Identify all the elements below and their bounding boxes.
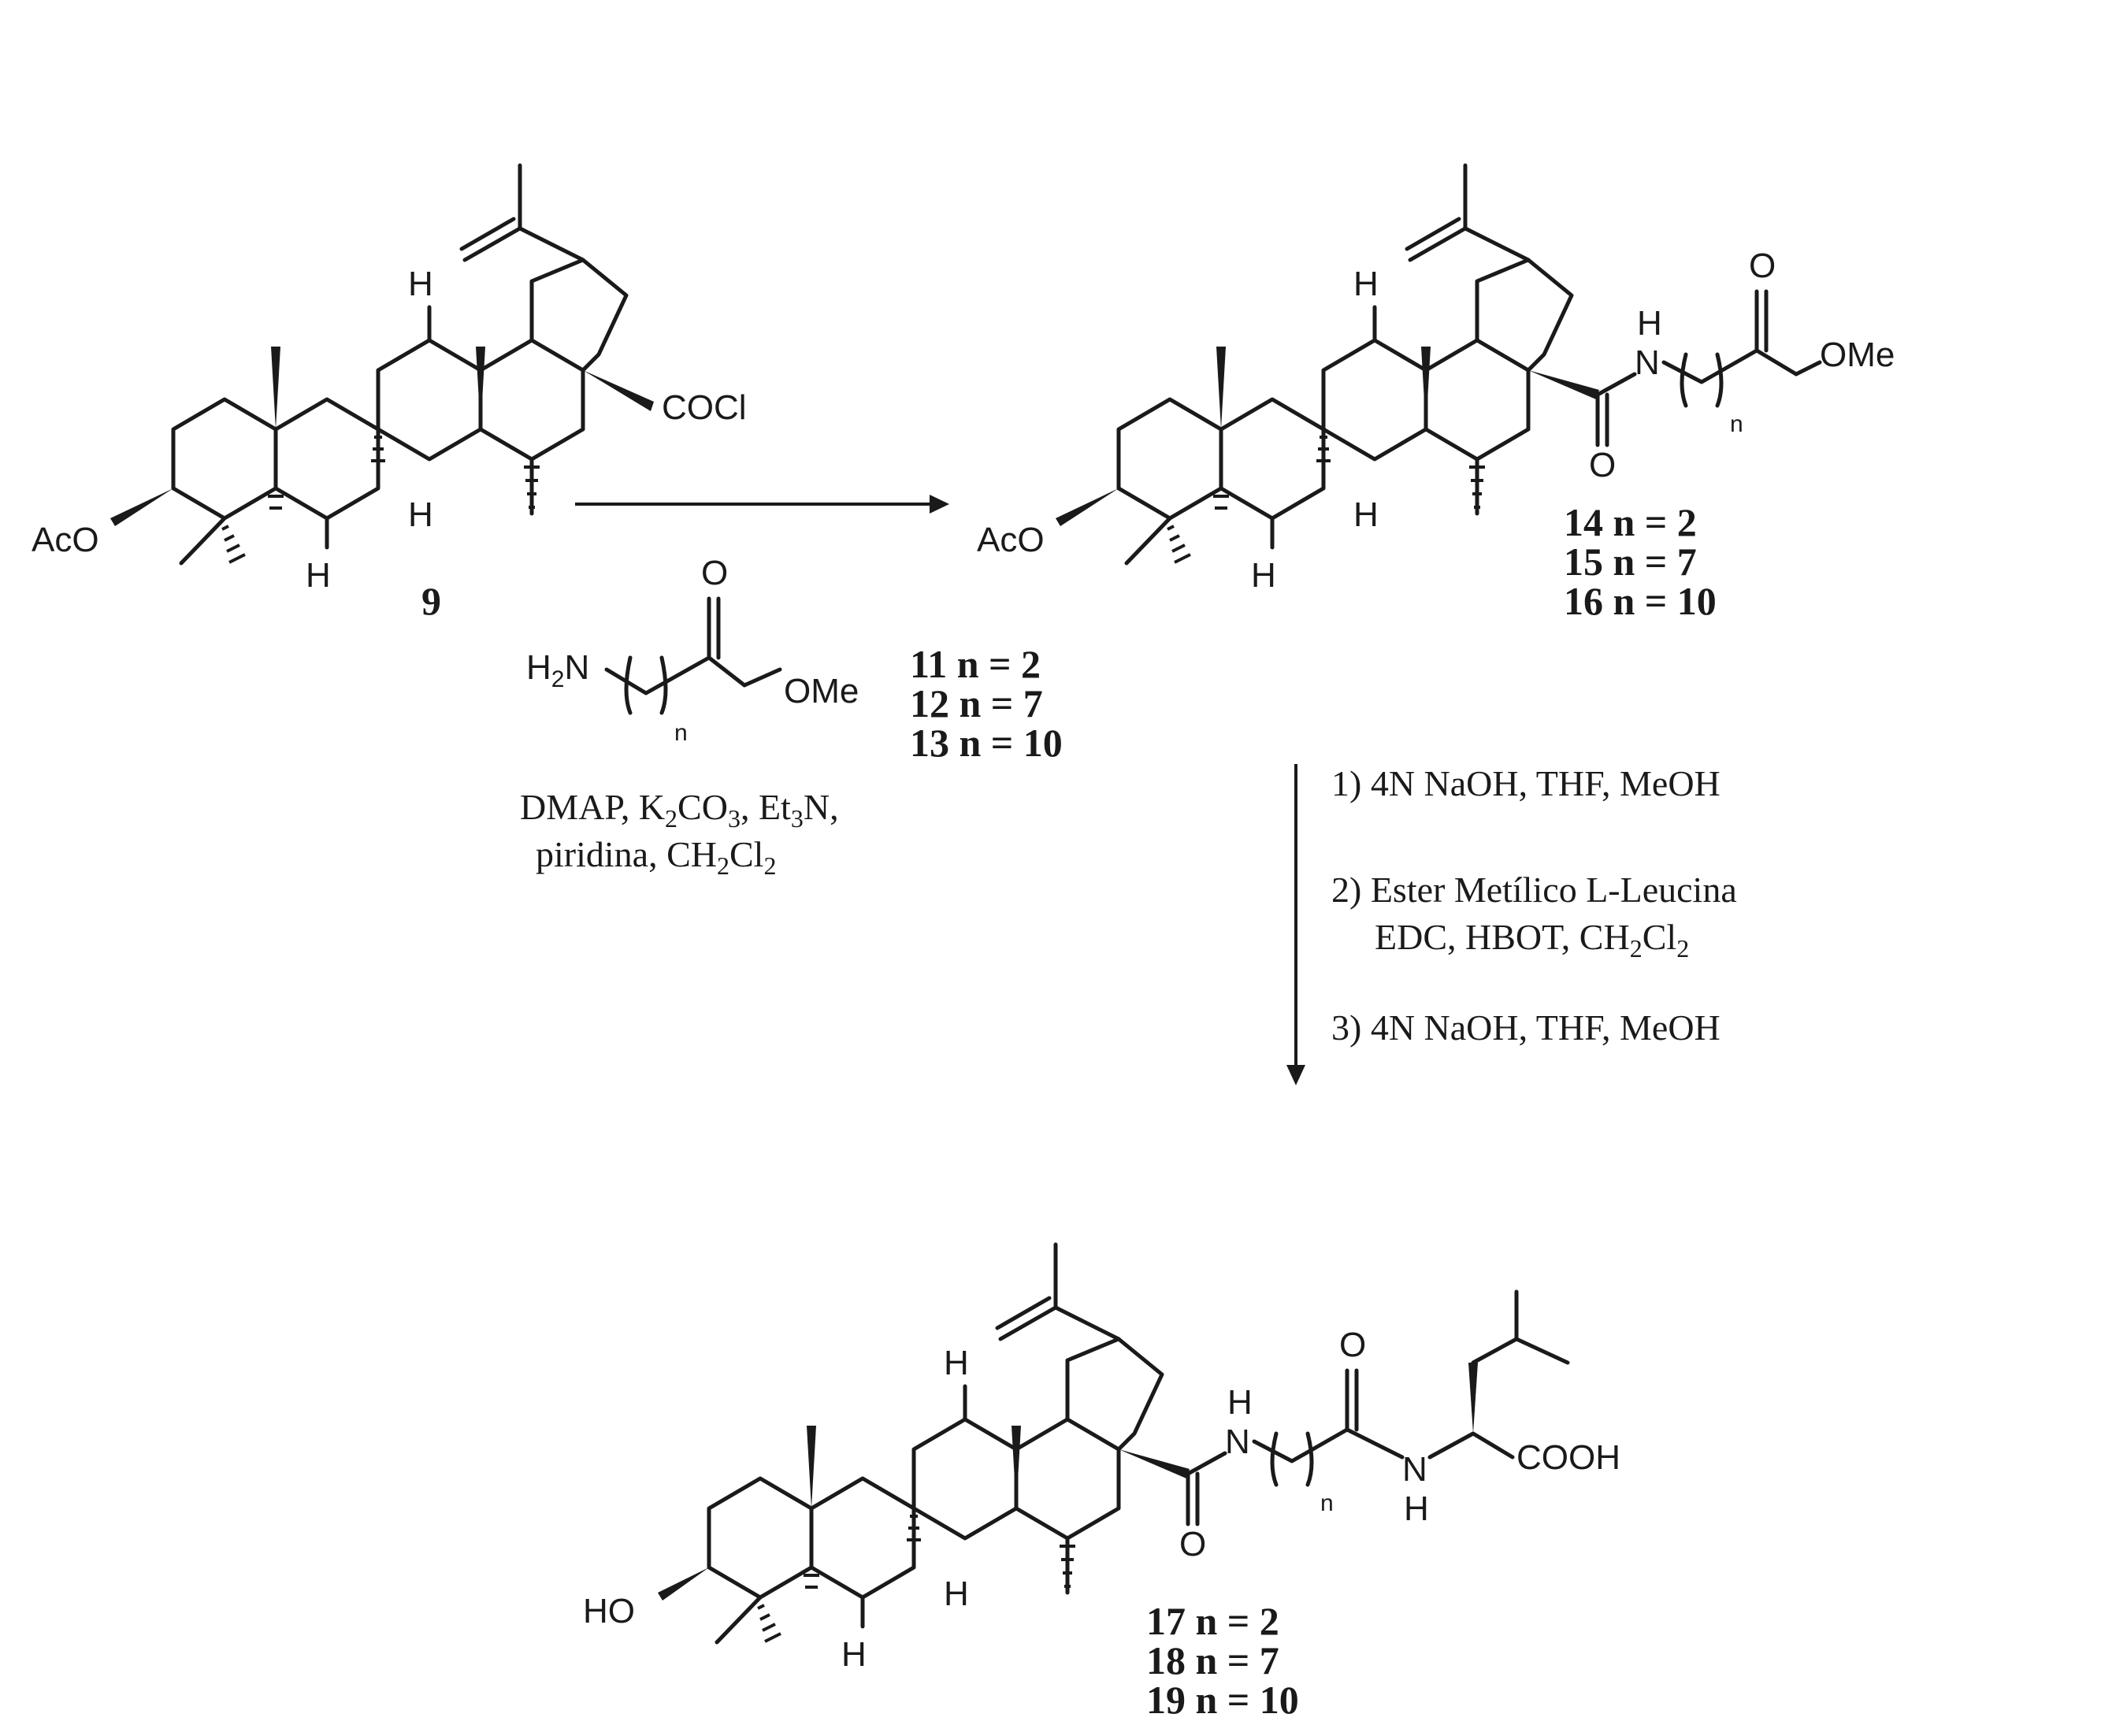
h-label-18: H — [408, 265, 433, 303]
step2-condition-1: 1) 4N NaOH, THF, MeOH — [1331, 763, 1721, 803]
cooh-label: COOH — [1516, 1438, 1620, 1477]
reaction-arrow-step2 — [1286, 764, 1305, 1085]
amide-o-17a: O — [1179, 1525, 1206, 1564]
amide-h-17b: H — [1404, 1489, 1429, 1528]
h-label-14b: H — [1353, 495, 1379, 534]
reaction-arrow-step1 — [575, 495, 949, 514]
h-label-17b: H — [944, 1575, 969, 1613]
compound-9-structure: AcO COCl H H H 9 — [32, 165, 747, 623]
compound-14-16-structure: AcO O N H n O OMe H H H — [977, 165, 1895, 595]
amide-o-14: O — [1589, 446, 1616, 484]
n-subscript-14: n — [1730, 411, 1743, 437]
compound-17-19-structure: HO O N H n O N H COOH H H H — [583, 1245, 1620, 1674]
h-label-17a: H — [944, 1344, 969, 1382]
h2n-label: H2N — [526, 648, 589, 692]
compound-15: 15 n = 7 — [1564, 540, 1697, 584]
step1-conditions-line2: piridina, CH2Cl2 — [536, 834, 776, 880]
h-label-14a: H — [1353, 265, 1379, 303]
aco-label-14: AcO — [977, 521, 1045, 559]
h-label-17c: H — [841, 1635, 867, 1674]
compound-19: 19 n = 10 — [1146, 1678, 1299, 1722]
amine-reagent-structure: H2N n O OMe — [526, 554, 859, 746]
ome-label-amine: OMe — [784, 672, 859, 710]
h-label-5: H — [306, 556, 331, 595]
amide-n-14: N — [1635, 343, 1660, 382]
step2-condition-2b: EDC, HBOT, CH2Cl2 — [1375, 917, 1689, 963]
h-label-14c: H — [1251, 556, 1276, 595]
ester-o-14: O — [1749, 247, 1776, 285]
step2-condition-2a: 2) Ester Metílico L-Leucina — [1331, 870, 1737, 910]
compound-18: 18 n = 7 — [1146, 1638, 1279, 1682]
n-subscript-amine: n — [674, 720, 688, 746]
step2-condition-3: 3) 4N NaOH, THF, MeOH — [1331, 1007, 1721, 1048]
n-subscript-17: n — [1320, 1490, 1334, 1516]
compound-13: 13 n = 10 — [910, 721, 1063, 765]
amide-n-17b: N — [1402, 1450, 1427, 1489]
amide-n-17a: N — [1225, 1423, 1250, 1461]
compound-14: 14 n = 2 — [1564, 500, 1697, 544]
step1-conditions-line1: DMAP, K2CO3, Et3N, — [520, 787, 839, 833]
amide-h-14: H — [1637, 304, 1662, 343]
carbonyl-o-amine: O — [701, 554, 728, 592]
compound-12: 12 n = 7 — [910, 681, 1043, 725]
aco-label-9: AcO — [32, 521, 99, 559]
ome-label-14: OMe — [1820, 336, 1895, 374]
compound-16: 16 n = 10 — [1564, 579, 1717, 623]
compound-17: 17 n = 2 — [1146, 1599, 1279, 1643]
ho-label: HO — [583, 1592, 635, 1630]
amide-o-17b: O — [1339, 1326, 1366, 1364]
compound-9-number: 9 — [421, 579, 441, 623]
cocl-label: COCl — [662, 388, 747, 427]
h-label-9: H — [408, 495, 433, 534]
compound-11: 11 n = 2 — [910, 642, 1041, 686]
amide-h-17a: H — [1227, 1383, 1253, 1422]
